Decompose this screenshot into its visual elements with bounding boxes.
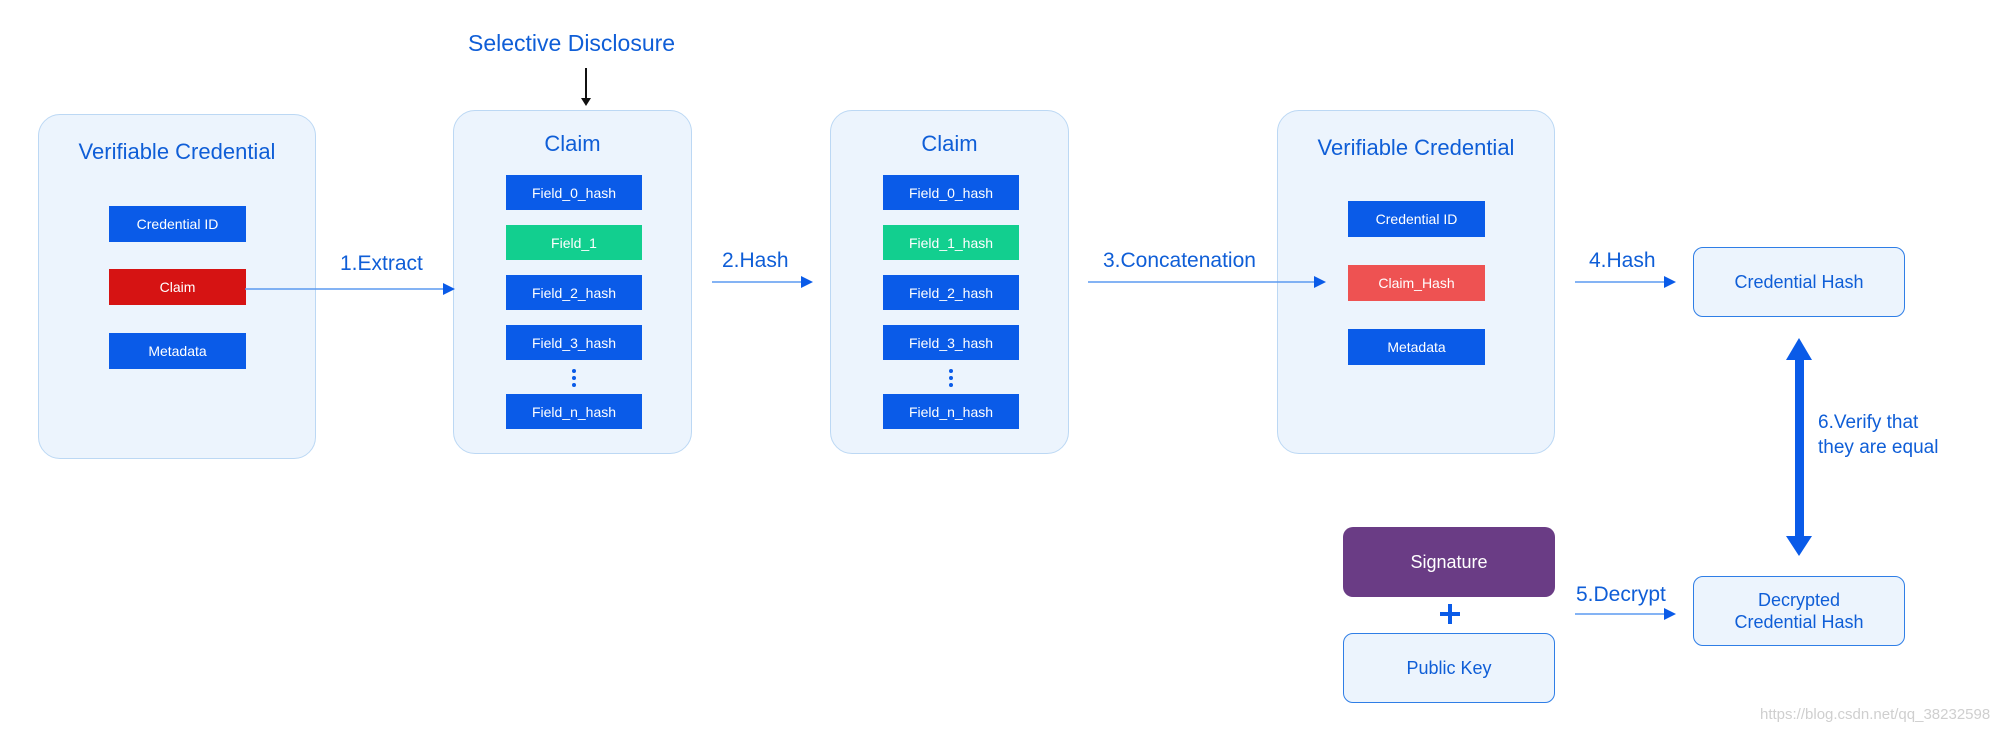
- field-n-hash: Field_n_hash: [883, 394, 1019, 429]
- decrypt-arrow-head: [1664, 608, 1676, 620]
- metadata-field: Metadata: [109, 333, 246, 369]
- field-3-hash: Field_3_hash: [506, 325, 642, 360]
- step-concatenation-label: 3.Concatenation: [1103, 249, 1256, 272]
- decrypted-credential-hash-box: Decrypted Credential Hash: [1693, 576, 1905, 646]
- credential-hash-box: Credential Hash: [1693, 247, 1905, 317]
- signature-box: Signature: [1343, 527, 1555, 597]
- hash-arrow-head: [801, 276, 813, 288]
- panel-title: Verifiable Credential: [1317, 135, 1515, 160]
- credential-id-field: Credential ID: [109, 206, 246, 242]
- step-extract-label: 1.Extract: [340, 252, 423, 275]
- field-2-hash: Field_2_hash: [506, 275, 642, 310]
- metadata-field: Metadata: [1348, 329, 1485, 365]
- field-2-hash: Field_2_hash: [883, 275, 1019, 310]
- field-0-hash: Field_0_hash: [883, 175, 1019, 210]
- watermark-text: https://blog.csdn.net/qq_38232598: [1760, 706, 1991, 723]
- selective-disclosure-label: Selective Disclosure: [468, 30, 676, 56]
- claim-hash-field: Claim_Hash: [1348, 265, 1485, 301]
- ellipsis-icon: [572, 369, 576, 387]
- ellipsis-icon: [949, 369, 953, 387]
- verify-line-1: 6.Verify that: [1818, 412, 1919, 433]
- claim-field: Claim: [109, 269, 246, 305]
- hash-2-arrow-head: [1664, 276, 1676, 288]
- concatenation-arrow-head: [1314, 276, 1326, 288]
- selective-disclosure-arrow-head: [581, 98, 591, 106]
- verify-line-2: they are equal: [1818, 437, 1939, 458]
- verify-arrow-shaft: [1795, 352, 1804, 542]
- panel-title: Claim: [921, 131, 978, 156]
- verify-arrow-head-up: [1786, 338, 1812, 360]
- public-key-box: Public Key: [1343, 633, 1555, 703]
- plus-icon-vertical: [1448, 604, 1452, 624]
- decrypted-line-2: Credential Hash: [1734, 612, 1864, 632]
- verify-arrow-head-down: [1786, 536, 1812, 556]
- field-1-hash: Field_1_hash: [883, 225, 1019, 260]
- field-n-hash: Field_n_hash: [506, 394, 642, 429]
- verifiable-credential-panel: Verifiable Credential Credential ID Clai…: [38, 114, 316, 459]
- credential-id-field: Credential ID: [1348, 201, 1485, 237]
- field-0-hash: Field_0_hash: [506, 175, 642, 210]
- step-decrypt-label: 5.Decrypt: [1576, 583, 1666, 606]
- decrypted-line-1: Decrypted: [1757, 590, 1841, 610]
- field-3-hash: Field_3_hash: [883, 325, 1019, 360]
- panel-title: Claim: [544, 131, 601, 156]
- step-verify-label: 6.Verify that they are equal: [1818, 410, 1938, 460]
- step-hash-2-label: 4.Hash: [1589, 249, 1656, 272]
- claim-panel-hashed: Claim Field_0_hash Field_1_hash Field_2_…: [830, 110, 1069, 454]
- step-hash-label: 2.Hash: [722, 249, 789, 272]
- field-1: Field_1: [506, 225, 642, 260]
- extract-arrow-head: [443, 283, 455, 295]
- panel-title: Verifiable Credential: [78, 139, 276, 164]
- claim-panel-extracted: Claim Field_0_hash Field_1 Field_2_hash …: [453, 110, 692, 454]
